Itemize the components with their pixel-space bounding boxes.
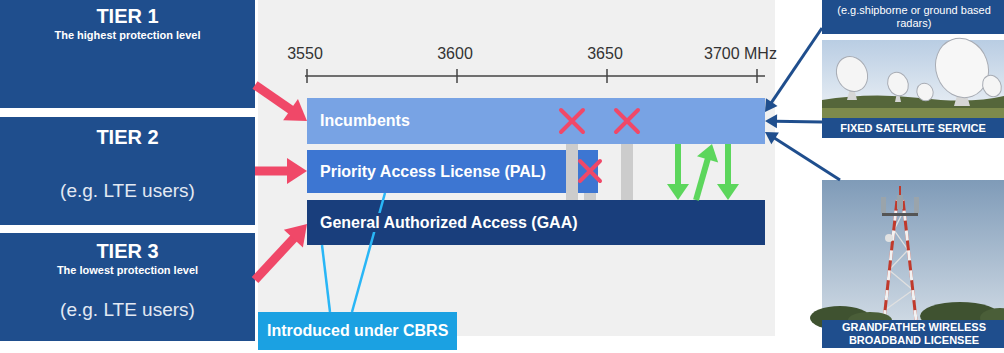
arrow-head <box>765 98 778 112</box>
spectrum-band: Incumbents <box>307 98 765 144</box>
arrow-head <box>283 99 307 121</box>
tier-example: (e.g. LTE users) <box>60 180 195 203</box>
connector-line <box>725 144 731 186</box>
blocked-access-bar <box>572 144 573 200</box>
blocked-cross <box>580 161 600 181</box>
connector-line <box>352 193 385 312</box>
axis-label-slot: 3700 MHz <box>704 44 777 63</box>
dish <box>831 51 873 96</box>
connector-line <box>696 157 708 200</box>
arrow-head <box>284 224 307 248</box>
axis-tick <box>306 69 308 83</box>
frequency-label: 3700 MHz <box>704 44 777 63</box>
service-panel: GRANDFATHER WIRELESS BROADBAND LICENSEE <box>822 180 1004 348</box>
connector-line <box>584 193 596 200</box>
axis-label-slot: 3650 <box>587 44 623 63</box>
dish <box>979 72 1004 100</box>
frequency-label: 3550 <box>287 44 323 63</box>
service-caption: GRANDFATHER WIRELESS BROADBAND LICENSEE <box>827 321 1001 347</box>
blocked-cross <box>616 110 638 132</box>
tier-note: The highest protection level <box>54 29 200 42</box>
connector-line <box>255 236 295 280</box>
callout-line <box>352 193 385 312</box>
blocked-mark <box>561 110 638 181</box>
shared-access-arrow <box>696 144 718 200</box>
arrow-head <box>697 144 718 162</box>
connector-line <box>675 144 681 186</box>
service-panel: FIXED SATELLITE SERVICE <box>822 40 1004 138</box>
frequency-axis <box>305 69 765 83</box>
tower-leg <box>903 200 916 320</box>
caption-strip <box>822 320 1004 348</box>
arrow-head <box>667 184 689 200</box>
tower-antenna <box>914 197 919 213</box>
blocked-cross <box>561 110 583 132</box>
axis-label-slot: 3550 <box>287 44 323 63</box>
band-panel <box>258 0 775 336</box>
tower-photo <box>810 180 1004 330</box>
dish <box>914 80 936 103</box>
frequency-label: 3600 <box>437 44 473 63</box>
tier-example: (e.g. LTE users) <box>60 299 195 322</box>
callout-box: Introduced under CBRS <box>258 312 457 350</box>
dish <box>884 69 912 99</box>
spectrum-band: General Authorized Access (GAA) <box>307 200 765 245</box>
arrow-head <box>717 184 739 200</box>
tower-dish <box>885 234 893 242</box>
tower-platform <box>882 213 918 216</box>
satellite-photo <box>822 31 1004 118</box>
tower-leg <box>903 200 916 320</box>
priority-arrow <box>255 224 307 280</box>
shared-access-arrow <box>717 144 739 200</box>
axis-line <box>305 75 765 77</box>
tier-box: TIER 1The highest protection level <box>0 0 255 108</box>
connector-line <box>255 85 293 111</box>
frequency-label: 3650 <box>587 44 623 63</box>
tower-antenna <box>897 195 903 209</box>
connector-line <box>774 137 840 180</box>
connector-line <box>566 144 578 200</box>
blocked-access-bar <box>590 193 591 200</box>
arrow-head <box>765 132 779 144</box>
tier-box: TIER 3The lowest protection level (e.g. L… <box>0 233 255 341</box>
photo-sky <box>822 180 1004 320</box>
service-caption: FIXED SATELLITE SERVICE <box>838 122 988 135</box>
connector-line <box>775 120 822 124</box>
priority-arrow <box>255 85 307 121</box>
tier-heading: TIER 3 <box>96 239 158 263</box>
connector-line <box>322 245 330 312</box>
priority-arrow <box>255 158 307 184</box>
band-label: General Authorized Access (GAA) <box>318 213 580 232</box>
connector-line <box>621 144 633 200</box>
tier-note: The lowest protection level <box>57 264 198 277</box>
tower-leg <box>884 200 897 320</box>
service-arrow <box>765 132 840 180</box>
tier-heading: TIER 2 <box>96 125 158 149</box>
caption-strip <box>822 118 1004 138</box>
service-arrow <box>765 114 822 128</box>
callout-line <box>322 245 330 312</box>
photo-ground <box>822 108 1004 118</box>
band-label: Incumbents <box>318 111 412 130</box>
spectrum-band: Priority Access License (PAL) <box>307 150 598 193</box>
connector-line <box>255 167 290 176</box>
tower-leg <box>884 200 897 320</box>
tier-heading: TIER 1 <box>96 4 158 28</box>
axis-tick <box>606 69 608 83</box>
axis-tick <box>756 69 758 83</box>
connector-line <box>771 28 822 104</box>
shared-access-arrow <box>667 144 689 200</box>
arrow-head <box>765 114 777 128</box>
callout-text: Introduced under CBRS <box>267 321 448 340</box>
axis-tick <box>456 69 458 83</box>
blocked-access-bar <box>627 144 628 200</box>
caption-box: (e.g.shipborne or ground based radars) <box>822 0 1004 34</box>
arrow-head <box>287 158 307 184</box>
band-label: Priority Access License (PAL) <box>318 162 548 181</box>
tier-box: TIER 2 (e.g. LTE users) <box>0 117 255 225</box>
tower-antenna <box>881 197 886 213</box>
service-arrow <box>765 28 822 112</box>
service-example: (e.g.shipborne or ground based radars) <box>829 4 999 30</box>
axis-label-slot: 3600 <box>437 44 473 63</box>
